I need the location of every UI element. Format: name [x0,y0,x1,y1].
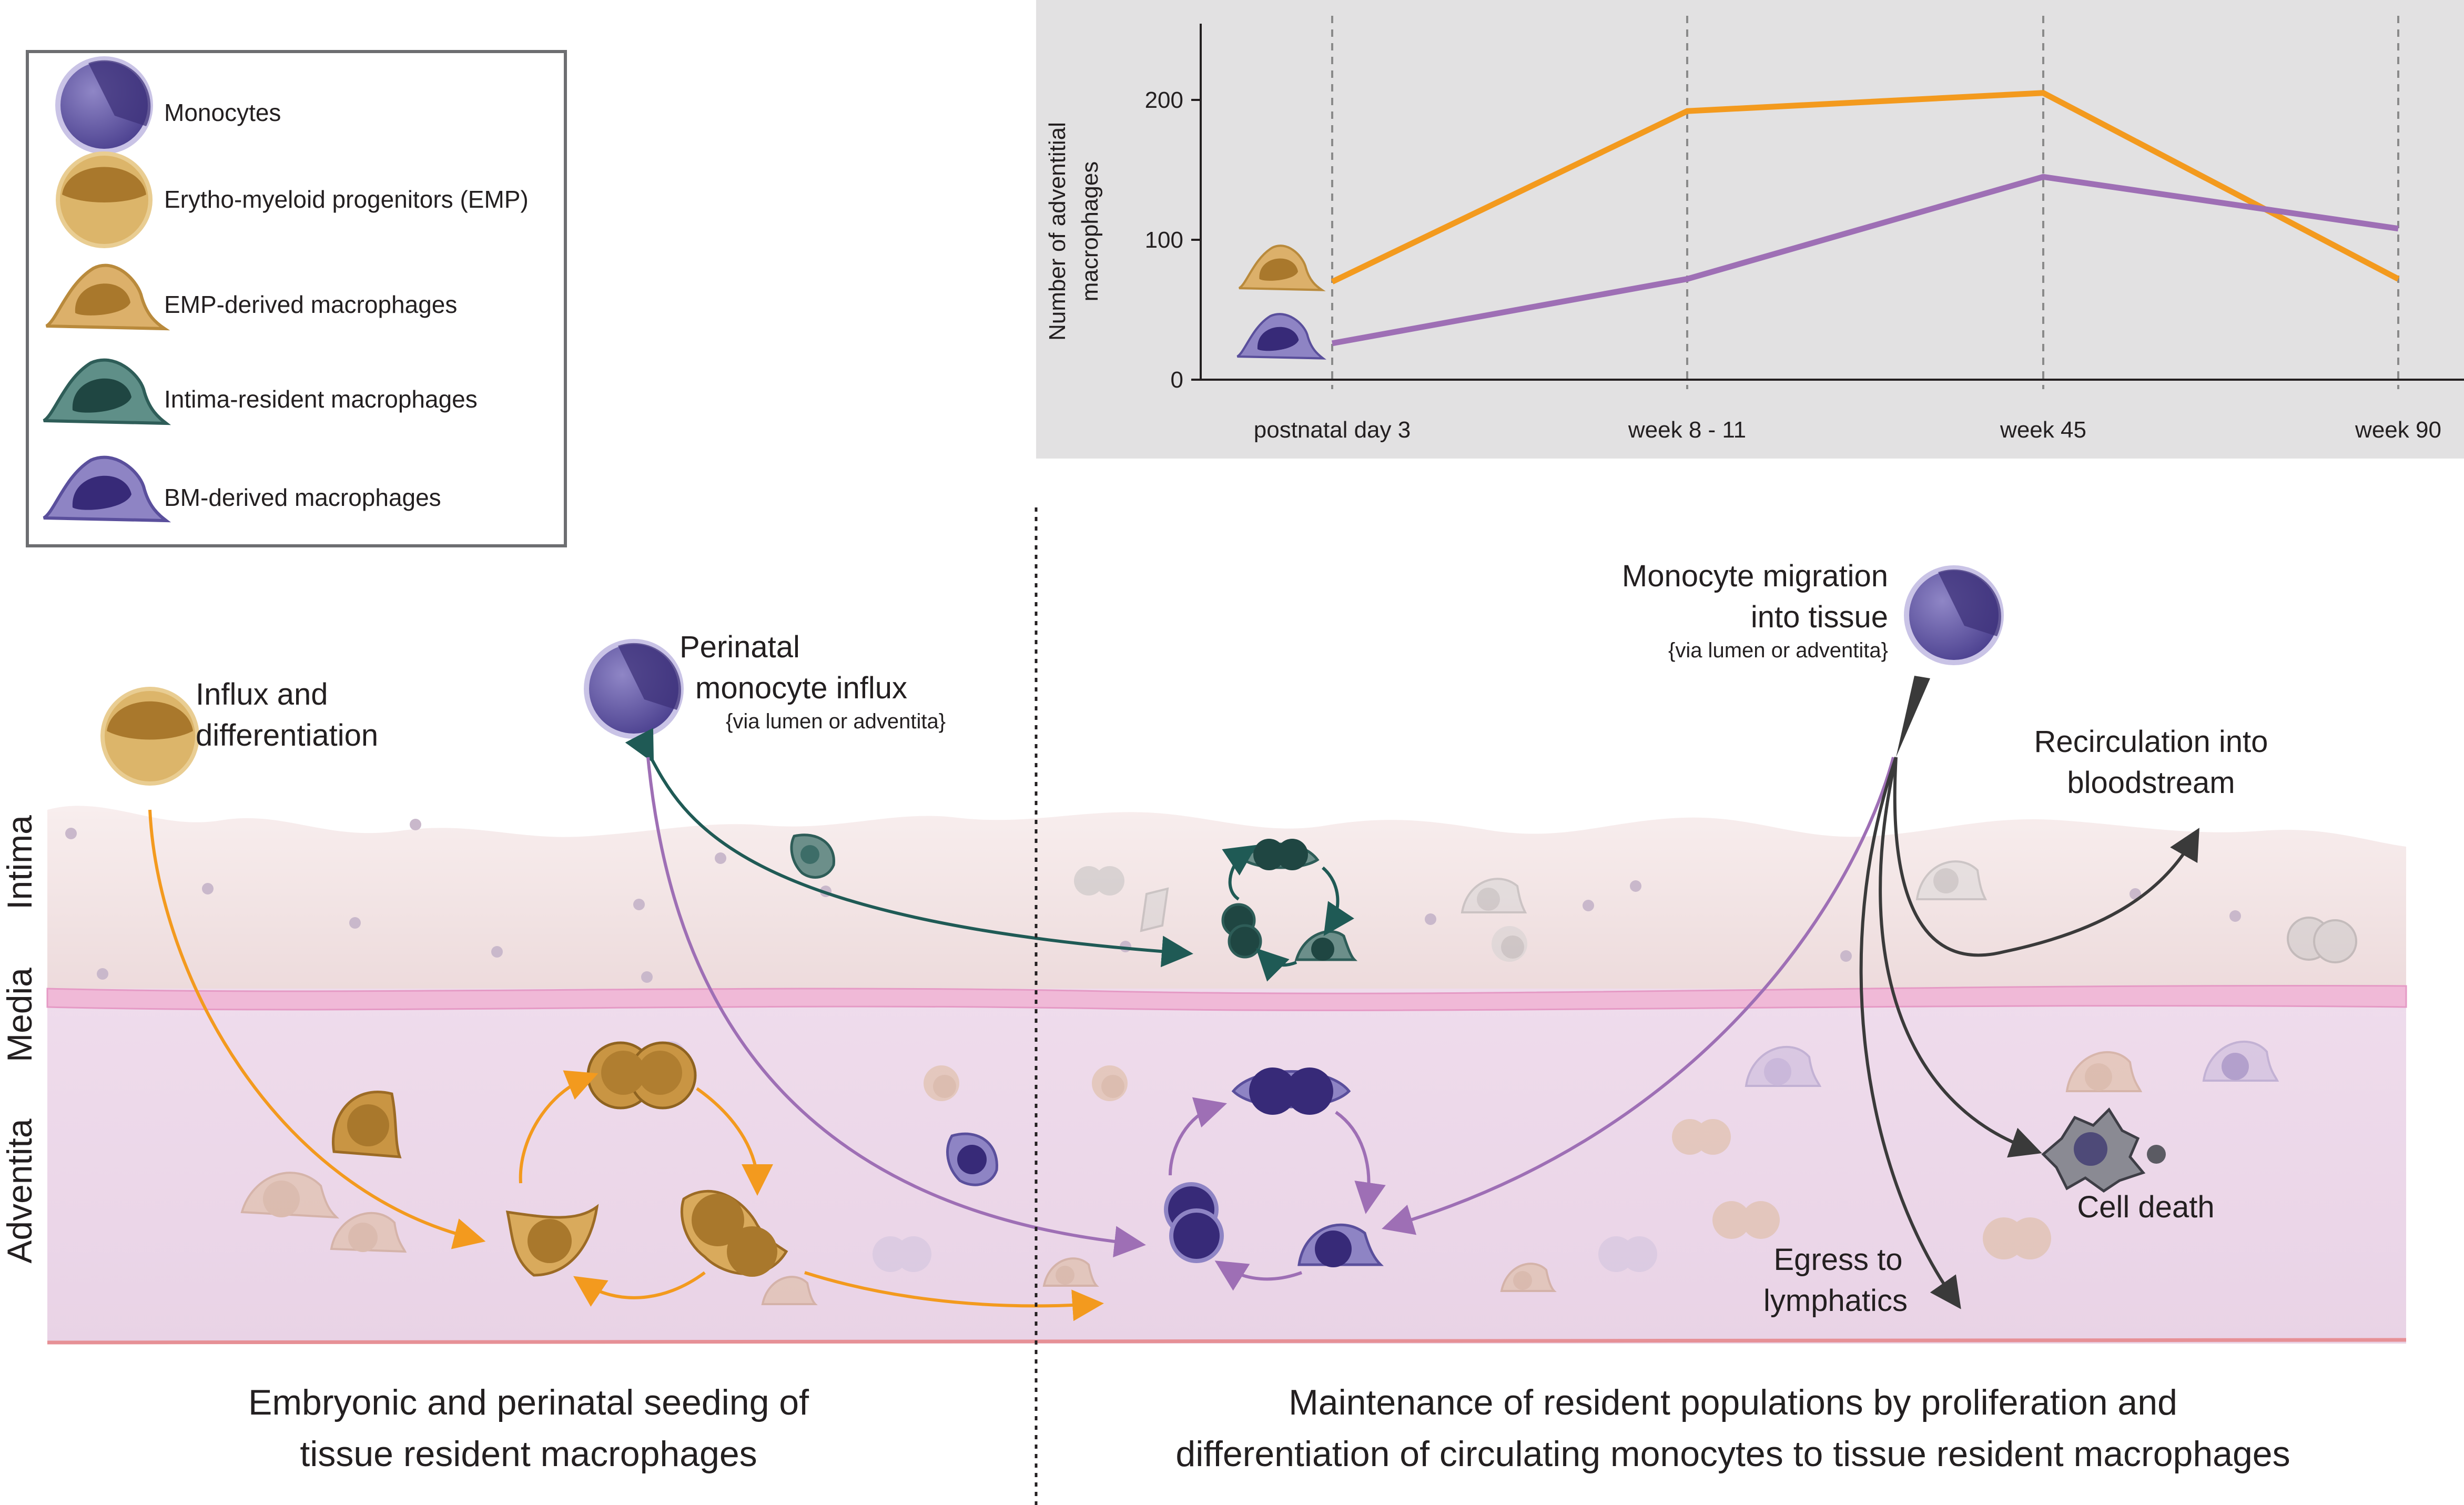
y-axis-label-line1: Number of adventitial [1045,122,1070,341]
emp-macrophage-cell [332,1091,402,1158]
recirculation-label-line1: Recirculation into [2034,725,2268,759]
emp-cycle-arrow-3 [573,1271,706,1307]
intima-cycle-arrow-2 [1321,866,1354,936]
migration-to-adventitia-arrow [1382,757,1895,1235]
bm-macrophage-cell [946,1132,998,1186]
adventitia-layer [47,989,2406,1344]
bm-macrophage-icon [1236,313,1326,360]
intima-macrophage-icon [43,358,171,425]
y-tick-label: 100 [1145,227,1183,253]
cell-death-arrow [1879,757,2042,1158]
emp-influx-arrow [148,809,486,1249]
emp-progenitor-cell [100,687,199,786]
influx-label-line2: differentiation [196,718,378,753]
perinatal-label-line2: monocyte influx [695,671,907,705]
legend-label-monocytes: Monocytes [164,99,281,126]
emp-macrophage-cell [680,1189,788,1277]
layer-label-adventita: Adventita [0,1118,39,1263]
x-tick-label: week 45 [2000,417,2086,443]
right-caption-line2: differentiation of circulating monocytes… [1175,1434,2290,1474]
legend-label-emp-macrophages: EMP-derived macrophages [164,291,457,318]
intima-cycle-arrow-3 [1256,948,1297,982]
emp-macrophage-icon [45,263,170,331]
emp-cycle-arrow-1 [519,1070,599,1184]
recirculation-label-line2: bloodstream [2067,766,2235,800]
vessel-boundary-line [47,1338,2407,1345]
series-line-bm [1332,174,2399,347]
emp-macrophage-cell [505,1204,599,1277]
y-tick-label: 200 [1145,87,1183,113]
perinatal-note: {via lumen or adventita} [726,710,946,733]
perinatal-to-adventitia-arrow [646,757,1146,1258]
y-tick-label: 0 [1171,367,1183,393]
emp-icon [56,151,153,248]
dying-cell [2041,1107,2166,1193]
series-line-emp [1331,90,2400,284]
migration-note: {via lumen or adventita} [1668,639,1888,662]
perinatal-label-line1: Perinatal [680,630,800,664]
intima-macrophage-cell [1221,903,1262,959]
bm-cycle-arrow-3 [1214,1260,1303,1291]
legend-label-intima-macrophages: Intima-resident macrophages [164,385,478,413]
emp-macrophage-icon [1238,245,1326,291]
migration-label-line2: into tissue [1751,600,1888,634]
bm-macrophage-icon [43,455,171,523]
influx-label-line1: Influx and [196,677,328,711]
x-tick-label: week 8 - 11 [1628,417,1746,443]
media-layer [46,984,2407,1011]
background-cells [240,860,2357,1305]
layer-label-intima: Intima [0,815,39,910]
emp-macrophage-cell [586,1041,697,1110]
chart-series [1331,90,2400,347]
layer-label-media: Media [0,968,39,1062]
intima-macrophage-cell [1242,839,1320,870]
left-caption-line2: tissue resident macrophages [300,1434,757,1474]
perinatal-monocyte-cell [584,639,684,739]
cell-death-label: Cell death [2077,1190,2214,1224]
migration-label-line1: Monocyte migration [1622,559,1888,593]
egress-label-line1: Egress to [1774,1243,1903,1277]
right-caption-line1: Maintenance of resident populations by p… [1289,1382,2177,1422]
egress-arrow [1859,757,1961,1309]
intima-layer [47,806,2406,989]
x-tick-label: postnatal day 3 [1254,417,1411,443]
emp-to-center-arrow [804,1271,1104,1321]
legend-label-bm-macrophages: BM-derived macrophages [164,484,441,511]
chart-background [1036,0,2464,459]
y-axis-label-line2: macrophages [1077,161,1103,302]
recirculation-arrow [1893,757,2199,957]
migration-funnel [1896,676,1930,757]
bm-macrophage-cell [1297,1223,1384,1267]
intima-macrophage-cell [1294,930,1358,961]
x-tick-label: week 90 [2355,417,2441,443]
bm-cycle-arrow-2 [1335,1111,1386,1214]
x-ticks: postnatal day 3 week 8 - 11 week 45 week 90 [1254,417,2441,443]
y-ticks: 0 100 200 [1145,87,1201,393]
bm-cycle-arrow-1 [1169,1097,1227,1176]
legend-label-emp: Erytho-myeloid progenitors (EMP) [164,186,529,213]
monocyte-icon [55,56,153,154]
circulating-monocyte-cell [1904,565,2004,665]
intima-macrophage-cell [790,833,835,879]
egress-label-line2: lymphatics [1763,1284,1908,1318]
perinatal-to-intima-arrow [625,728,1193,968]
emp-cycle-arrow-2 [696,1087,773,1196]
left-caption-line1: Embryonic and perinatal seeding of [248,1382,809,1422]
bm-macrophage-cell [1231,1067,1351,1115]
legend-box: Monocytes Erytho-myeloid progenitors (EM… [26,50,567,547]
line-chart: 0 100 200 postnatal day 3 week 8 - 11 week 4… [1036,0,2464,459]
tissue-section: Intima Media Adventita [0,559,2407,1345]
intima-cycle-arrow-1 [1222,845,1257,901]
bm-macrophage-cell [1164,1182,1224,1263]
